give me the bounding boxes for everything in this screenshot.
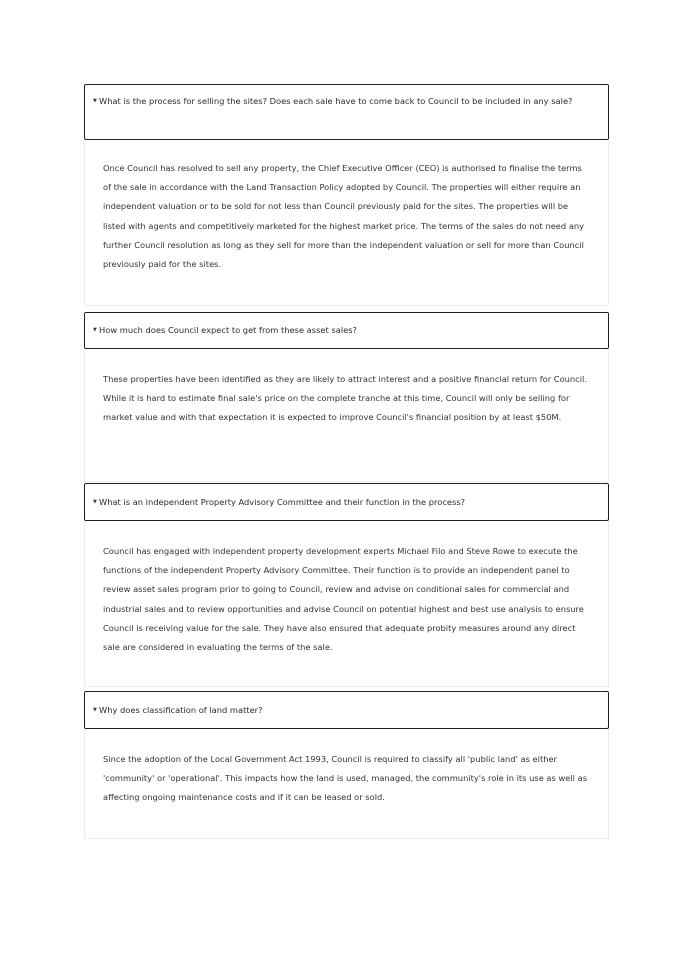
chevron-down-icon: ▼ bbox=[93, 498, 97, 505]
faq-answer: These properties have been identified as… bbox=[103, 374, 587, 423]
faq-item: ▼ What is the process for selling the si… bbox=[84, 84, 609, 306]
faq-question-toggle[interactable]: ▼ What is the process for selling the si… bbox=[84, 84, 609, 140]
faq-item: ▼ How much does Council expect to get fr… bbox=[84, 312, 609, 482]
faq-question: How much does Council expect to get from… bbox=[99, 325, 357, 335]
faq-answer-panel: Council has engaged with independent pro… bbox=[84, 521, 609, 687]
faq-item: ▼ What is an independent Property Adviso… bbox=[84, 483, 609, 687]
chevron-down-icon: ▼ bbox=[93, 706, 97, 713]
chevron-down-icon: ▼ bbox=[93, 327, 97, 333]
faq-item: ▼ Why does classification of land matter… bbox=[84, 691, 609, 839]
faq-answer: Since the adoption of the Local Governme… bbox=[103, 754, 588, 803]
faq-answer: Council has engaged with independent pro… bbox=[103, 546, 584, 653]
faq-answer-panel: These properties have been identified as… bbox=[84, 349, 609, 482]
faq-answer-panel: Once Council has resolved to sell any pr… bbox=[84, 140, 609, 306]
faq-question: Why does classification of land matter? bbox=[99, 704, 263, 715]
faq-question: What is an independent Property Advisory… bbox=[99, 496, 466, 507]
faq-question: What is the process for selling the site… bbox=[99, 96, 573, 106]
faq-question-toggle[interactable]: ▼ What is an independent Property Adviso… bbox=[84, 483, 609, 521]
faq-question-toggle[interactable]: ▼ How much does Council expect to get fr… bbox=[84, 312, 609, 349]
faq-question-toggle[interactable]: ▼ Why does classification of land matter… bbox=[84, 691, 609, 729]
faq-answer-panel: Since the adoption of the Local Governme… bbox=[84, 729, 609, 839]
chevron-down-icon: ▼ bbox=[93, 98, 97, 104]
faq-answer: Once Council has resolved to sell any pr… bbox=[103, 163, 585, 270]
